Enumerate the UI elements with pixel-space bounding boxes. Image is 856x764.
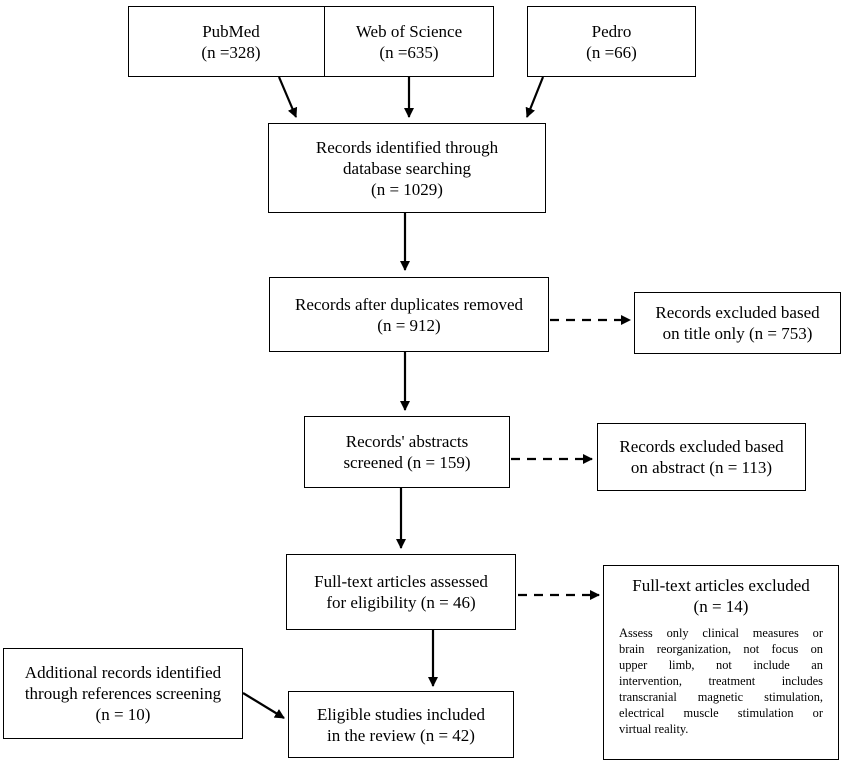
exclusion-reason-line: intervention, treatment includes <box>619 674 823 688</box>
abstracts-line-2: screened (n = 159) <box>343 453 471 472</box>
exclusion-reason-line: electrical muscle stimulation or <box>619 706 823 720</box>
after-duplicates-box: Records after duplicates removed (n = 91… <box>269 277 549 352</box>
source-pubmed-box: PubMed (n =328) <box>128 6 334 77</box>
source-pedro-box: Pedro (n =66) <box>527 6 696 77</box>
after-duplicates-line-1: Records after duplicates removed <box>295 294 523 314</box>
fulltext-box: Full-text articles assessed for eligibil… <box>286 554 516 630</box>
exclusion-reason-line: virtual reality. <box>619 722 689 736</box>
additional-line-2: through references screening <box>24 684 222 703</box>
identified-line-2: database searching <box>343 158 471 178</box>
excluded-title-box: Records excluded based on title only (n … <box>634 292 841 354</box>
source-count: (n =635) <box>379 42 439 62</box>
excluded-abstract-line-1: Records excluded based <box>619 437 784 456</box>
excluded-abstract-box: Records excluded based on abstract (n = … <box>597 423 806 491</box>
arrow-additional-to-included <box>242 692 285 719</box>
included-box: Eligible studies included in the review … <box>288 691 514 758</box>
source-name: PubMed <box>202 21 260 41</box>
source-count: (n =328) <box>201 42 261 62</box>
additional-line-3: (n = 10) <box>95 705 151 724</box>
source-count: (n =66) <box>586 42 637 62</box>
excluded-abstract-line-2: on abstract (n = 113) <box>630 458 773 477</box>
fulltext-line-1: Full-text articles assessed <box>314 572 488 591</box>
arrow-pubmed-to-identified <box>277 76 298 118</box>
identified-line-1: Records identified through <box>315 137 499 157</box>
exclusion-reasons: Assess only clinical measures or brain r… <box>619 625 823 737</box>
source-name: Web of Science <box>355 21 463 41</box>
identified-box: Records identified through database sear… <box>268 123 546 213</box>
included-line-2: in the review (n = 42) <box>327 725 475 745</box>
excluded-fulltext-box: Full-text articles excluded (n = 14) Ass… <box>603 565 839 760</box>
additional-line-1: Additional records identified <box>24 663 222 682</box>
exclusion-reason-line: brain reorganization, not focus on <box>619 642 823 656</box>
excluded-title-line-2: on title only (n = 753) <box>662 324 813 343</box>
identified-line-3: (n = 1029) <box>371 179 443 199</box>
fulltext-line-2: for eligibility (n = 46) <box>326 593 476 612</box>
included-line-1: Eligible studies included <box>316 704 486 724</box>
excluded-fulltext-line-1: Full-text articles excluded <box>632 576 810 595</box>
excluded-title-line-1: Records excluded based <box>655 303 820 322</box>
source-web-of-science-box: Web of Science (n =635) <box>324 6 494 77</box>
excluded-fulltext-line-2: (n = 14) <box>693 597 749 616</box>
source-name: Pedro <box>591 21 632 41</box>
after-duplicates-line-2: (n = 912) <box>377 315 441 335</box>
exclusion-reason-line: upper limb, not include an <box>619 658 823 672</box>
exclusion-reason-line: Assess only clinical measures or <box>619 626 823 640</box>
abstracts-box: Records' abstracts screened (n = 159) <box>304 416 510 488</box>
abstracts-line-1: Records' abstracts <box>345 432 469 451</box>
exclusion-reason-line: transcranial magnetic stimulation, <box>619 690 823 704</box>
arrow-pedro-to-identified <box>525 76 545 118</box>
additional-records-box: Additional records identified through re… <box>3 648 243 739</box>
